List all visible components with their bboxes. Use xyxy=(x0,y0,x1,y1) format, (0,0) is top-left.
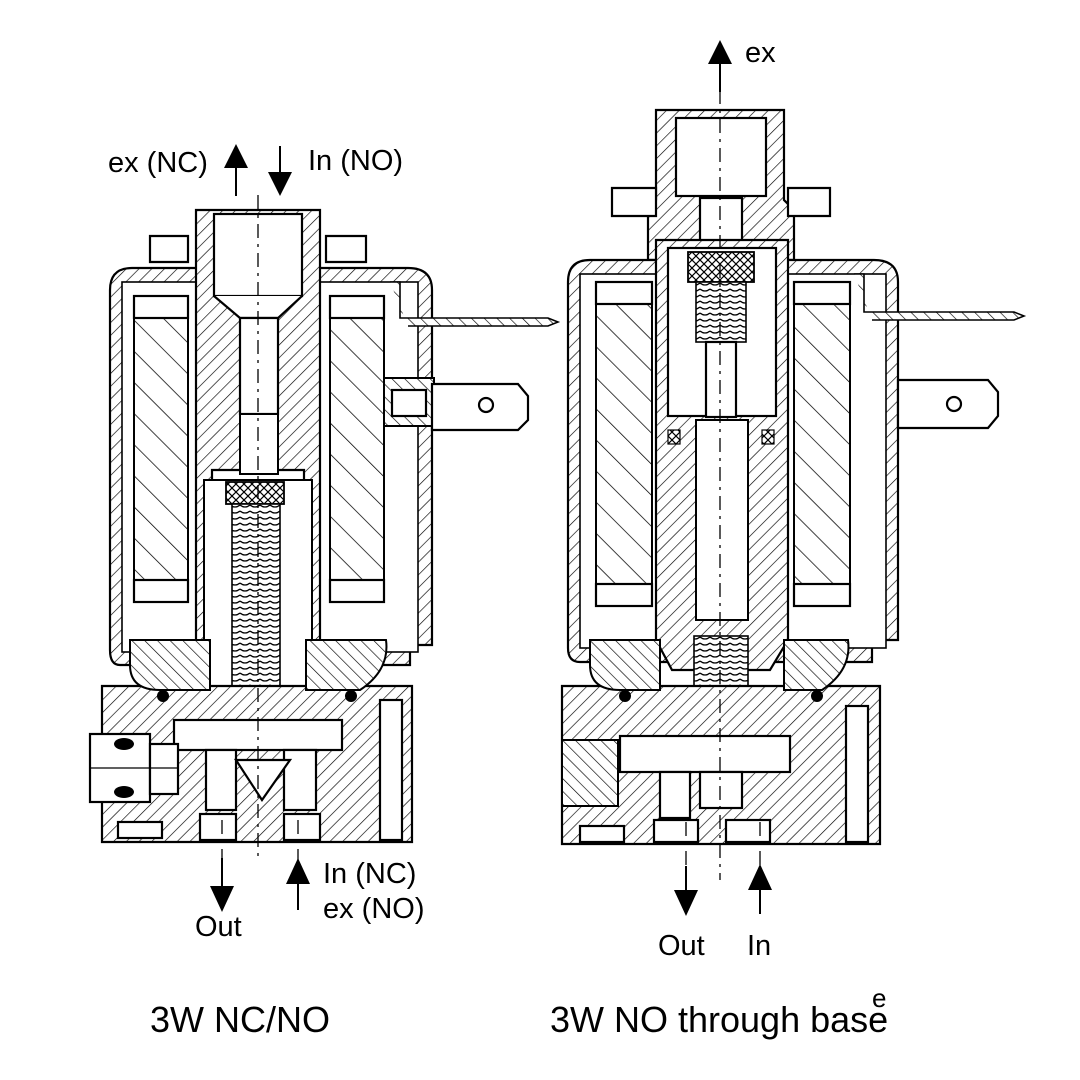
left-coil-winding-right xyxy=(329,317,385,581)
label-ex-nc: ex (NC) xyxy=(108,147,208,179)
left-side-fitting xyxy=(88,732,180,804)
caption-right: 3W NO through base xyxy=(550,999,888,1040)
arrow-up-in-right xyxy=(748,864,772,914)
label-in-nc: In (NC) xyxy=(323,858,416,890)
right-base xyxy=(560,639,882,846)
left-arrows xyxy=(210,144,310,912)
label-ex: ex xyxy=(745,37,776,69)
label-out-left: Out xyxy=(195,911,242,943)
right-terminal xyxy=(896,378,1000,430)
arrow-up-ex-nc xyxy=(224,144,248,196)
right-wire-lead xyxy=(854,273,1027,321)
left-terminal xyxy=(383,377,530,432)
right-coil-winding-left xyxy=(595,303,653,585)
right-arrows xyxy=(674,40,772,916)
right-coil-winding-right xyxy=(793,303,851,585)
left-coil-winding-left xyxy=(133,317,189,581)
arrow-up-in-nc xyxy=(286,858,310,910)
right-core-tube xyxy=(654,238,790,672)
left-base xyxy=(100,639,414,844)
arrow-up-ex xyxy=(708,40,732,92)
right-valve xyxy=(560,90,1027,880)
label-in-no: In (NO) xyxy=(308,145,403,177)
arrow-down-out xyxy=(210,858,234,912)
caption-right-superscript: e xyxy=(872,983,886,1013)
right-top-fitting xyxy=(610,108,832,262)
label-in: In xyxy=(747,930,771,962)
label-out-right: Out xyxy=(658,930,705,962)
arrow-down-in-no xyxy=(268,146,292,196)
arrow-down-out-right xyxy=(674,866,698,916)
left-wire-lead xyxy=(390,281,561,327)
caption-left: 3W NC/NO xyxy=(150,999,330,1040)
left-valve xyxy=(88,195,561,880)
label-ex-no: ex (NO) xyxy=(323,893,425,925)
